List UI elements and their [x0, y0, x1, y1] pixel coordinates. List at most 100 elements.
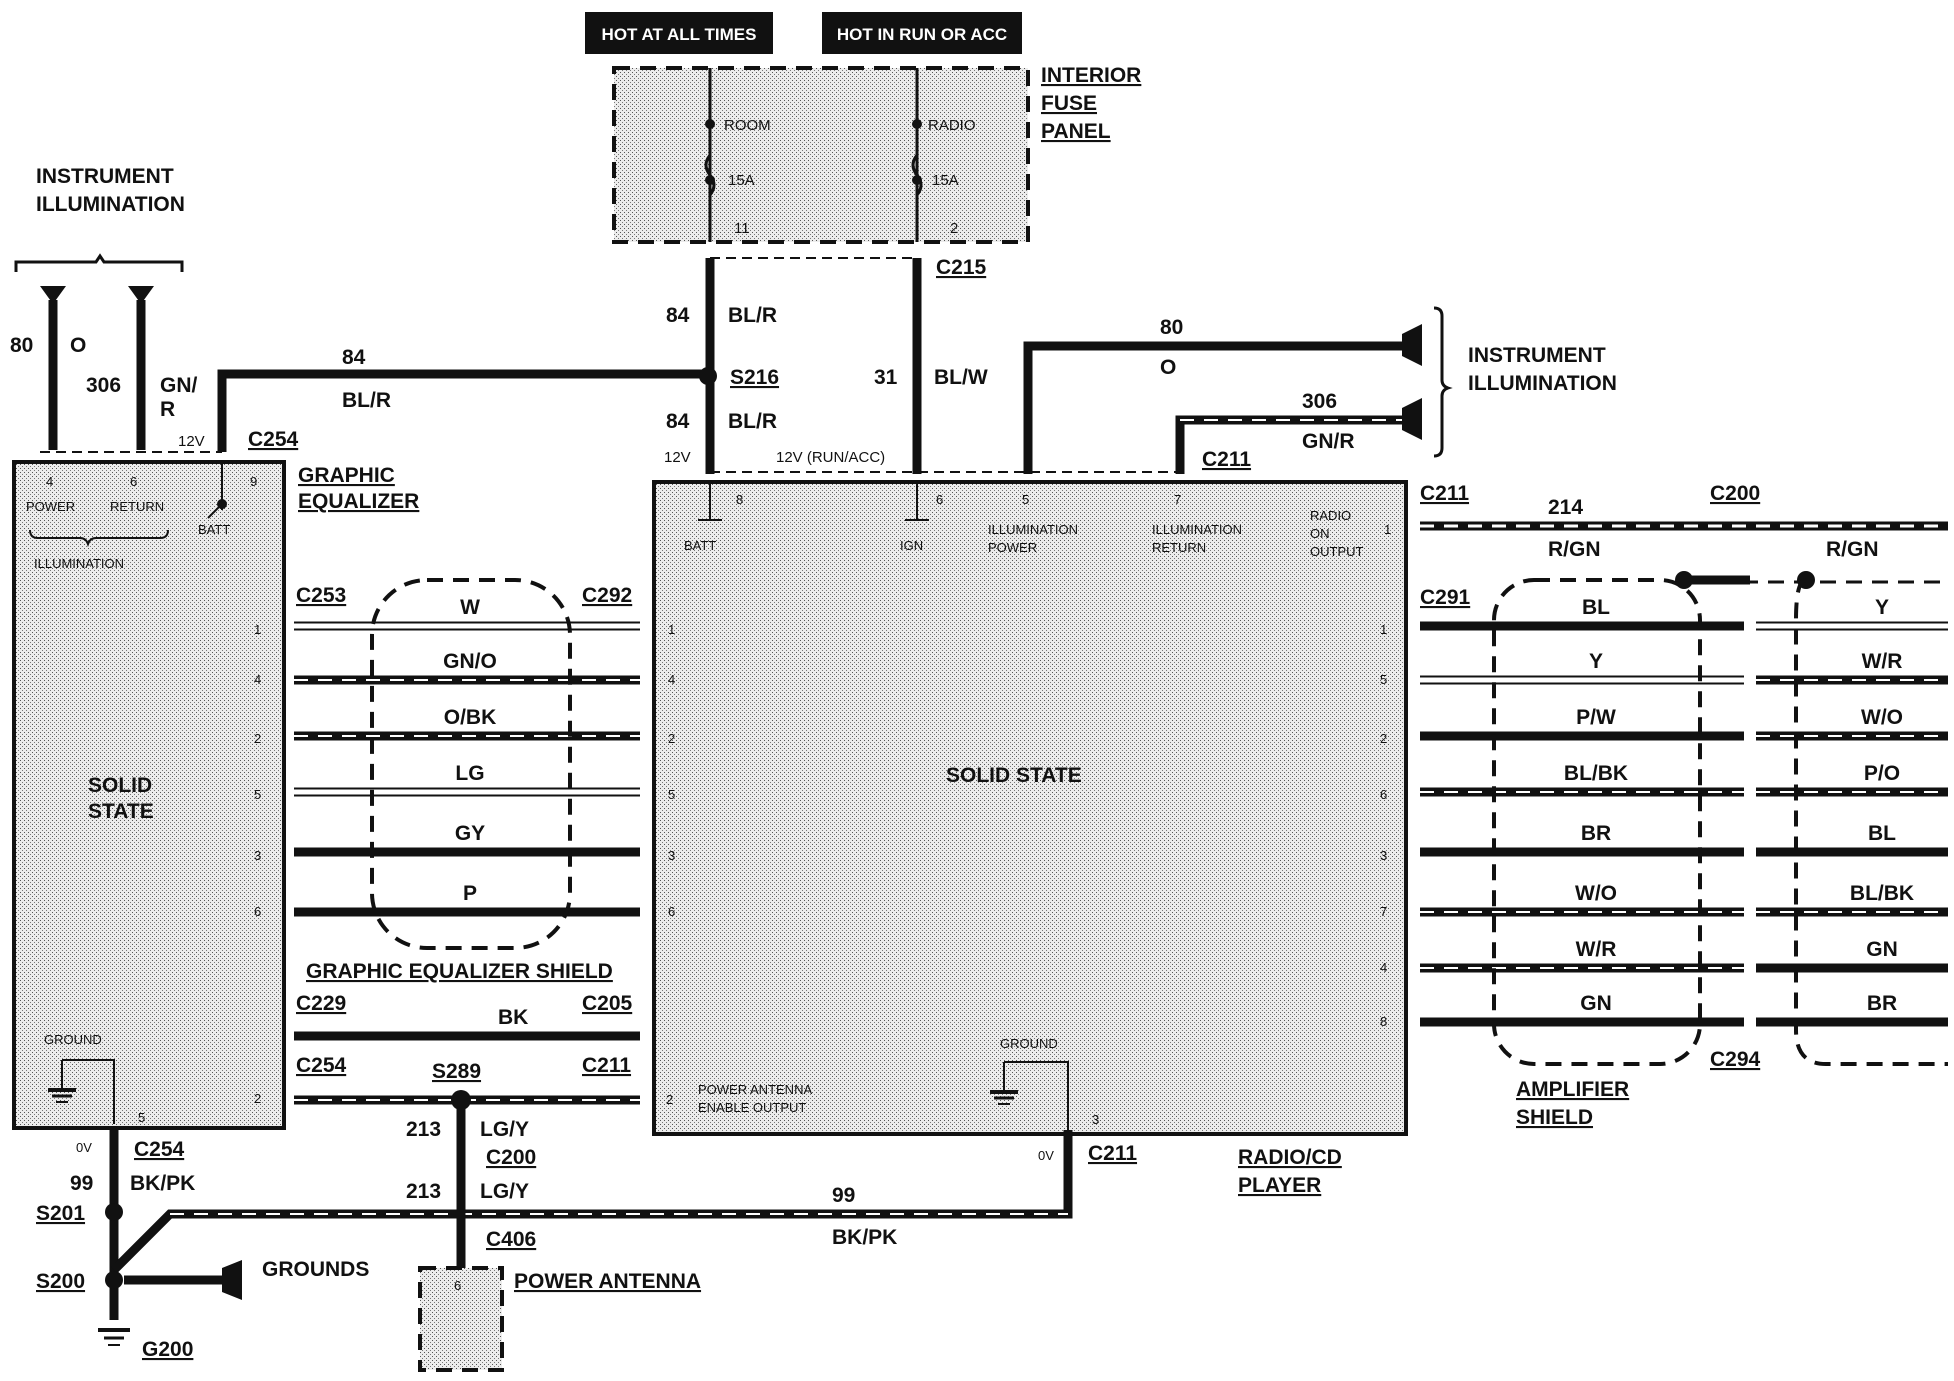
radio-pa-1: POWER ANTENNA [698, 1082, 812, 1097]
radio-pa-2: ENABLE OUTPUT [698, 1100, 806, 1115]
w80-color: O [70, 334, 86, 357]
radio-right-pin-6: 7 [1380, 904, 1387, 919]
dv-left: 0V [76, 1140, 92, 1155]
radio-title-2: PLAYER [1238, 1174, 1321, 1197]
w84-bot-color: BL/R [728, 410, 777, 433]
amp-left-color: BL/BK [1564, 762, 1628, 785]
eq-wire-color: LG [455, 762, 484, 785]
eq-left-pin-5: 3 [254, 848, 261, 863]
eq-return-pin: 6 [130, 474, 137, 489]
fuse-panel-title-3: PANEL [1041, 120, 1111, 143]
power-antenna-pin: 6 [454, 1278, 461, 1293]
amp-right-color: W/R [1862, 650, 1903, 673]
c211-bot: C211 [1088, 1142, 1137, 1165]
w214-color-a: R/GN [1548, 538, 1601, 561]
w306-color-a: GN/ [160, 374, 198, 397]
radio-left-pin-5: 3 [668, 848, 675, 863]
c205: C205 [582, 992, 633, 1015]
eq-left-pin-6: 6 [254, 904, 261, 919]
radio-ground-pin: 3 [1092, 1112, 1099, 1127]
radio-amps: 15A [932, 172, 959, 189]
radio-right-pin-8: 8 [1380, 1014, 1387, 1029]
radio-right-pin-4: 6 [1380, 787, 1387, 802]
center-feed-wires: 84 BL/R S216 84 BL/R 12V C215 31 BL/W 12… [664, 256, 1190, 474]
radio-illum-power-2: POWER [988, 540, 1037, 555]
instr-illum-right-2: ILLUMINATION [1468, 372, 1617, 395]
eq-left-pin-3: 2 [254, 731, 261, 746]
radio-right-pin-2: 5 [1380, 672, 1387, 687]
hot-in-run-label: HOT IN RUN OR ACC [837, 25, 1007, 44]
v12-mid: 12V [664, 449, 691, 466]
instrument-illumination-right: 80 O 306 GN/R C211 INSTRUMENT ILLUMINATI… [1023, 306, 1617, 474]
radio-batt-pin: 8 [736, 492, 743, 507]
radio-right-pin-7: 4 [1380, 960, 1387, 975]
room-pin: 11 [734, 220, 750, 237]
w84-bot-num: 84 [666, 410, 690, 433]
eq-title-1: GRAPHIC [298, 464, 395, 487]
radio-ign-pin: 6 [936, 492, 943, 507]
dv-right: 0V [1038, 1148, 1054, 1163]
c406: C406 [486, 1228, 536, 1251]
radio-left-pin-6: 6 [668, 904, 675, 919]
room-label: ROOM [724, 117, 771, 134]
eq-wire-color: P [463, 882, 477, 905]
eq-bottom-pin: 2 [254, 1091, 261, 1106]
s201: S201 [36, 1202, 85, 1225]
eq-batt: BATT [198, 522, 230, 537]
w31-color: BL/W [934, 366, 988, 389]
eq-batt-pin: 9 [250, 474, 257, 489]
fuse-panel-box [612, 66, 1030, 244]
radio-illum-return-1: ILLUMINATION [1152, 522, 1242, 537]
wire-99-main [110, 1130, 1073, 1274]
w306-num: 306 [86, 374, 121, 397]
eq-left-pin-4: 5 [254, 787, 261, 802]
radio-cd-player: 8 BATT 6 IGN 5 ILLUMINATION POWER 7 ILLU… [652, 480, 1408, 1197]
eq-title-2: EQUALIZER [298, 490, 419, 513]
power-antenna-label: POWER ANTENNA [514, 1270, 701, 1293]
eq-ground-pin: 5 [138, 1110, 145, 1125]
radio-ign: IGN [900, 538, 923, 553]
w84-top-color: BL/R [728, 304, 777, 327]
c254-bot: C254 [134, 1138, 185, 1161]
c215: C215 [936, 256, 987, 279]
w99l-num: 99 [70, 1172, 93, 1195]
radio-left-pin-2: 4 [668, 672, 675, 687]
amp-right-color: Y [1875, 596, 1889, 619]
hot-at-all-times-box [585, 12, 773, 54]
amp-right-color: BR [1867, 992, 1897, 1015]
radio-illum-return-pin: 7 [1174, 492, 1181, 507]
amp-left-color: W/R [1576, 938, 1617, 961]
eq-solid-1: SOLID [88, 774, 152, 797]
amp-right-color: W/O [1861, 706, 1903, 729]
amp-shield-2: SHIELD [1516, 1106, 1593, 1129]
wire-84-horizontal: 84 BL/R 12V C254 [178, 346, 708, 452]
w306r-color: GN/R [1302, 430, 1355, 453]
amp-left-color: Y [1589, 650, 1603, 673]
radio-illum-power-pin: 5 [1022, 492, 1029, 507]
instr-illum-left-1: INSTRUMENT [36, 165, 174, 188]
w80r-num: 80 [1160, 316, 1183, 339]
radio-left-pin-4: 5 [668, 787, 675, 802]
amp-shield-1: AMPLIFIER [1516, 1078, 1629, 1101]
c254-mid: C254 [296, 1054, 347, 1077]
eq-return: RETURN [110, 499, 164, 514]
w306r-num: 306 [1302, 390, 1337, 413]
amp-right-color: GN [1866, 938, 1898, 961]
amp-left-color: W/O [1575, 882, 1617, 905]
eq-left-pin-1: 1 [254, 622, 261, 637]
radio-right-pin-5: 3 [1380, 848, 1387, 863]
w84-top-num: 84 [666, 304, 690, 327]
header-labels: HOT AT ALL TIMES HOT IN RUN OR ACC [585, 12, 1022, 54]
w306-color-b: R [160, 398, 175, 421]
radio-pa-pin: 2 [666, 1092, 673, 1107]
graphic-equalizer: GRAPHIC EQUALIZER 4 6 9 POWER RETURN BAT… [12, 460, 419, 1130]
g200: G200 [142, 1338, 193, 1361]
eq-box [12, 460, 286, 1130]
instrument-illumination-left: INSTRUMENT ILLUMINATION 80 O 306 GN/ R [10, 165, 222, 453]
v12-run: 12V (RUN/ACC) [776, 449, 885, 466]
fuse-panel-title-1: INTERIOR [1041, 64, 1141, 87]
eq-shield [370, 578, 572, 950]
